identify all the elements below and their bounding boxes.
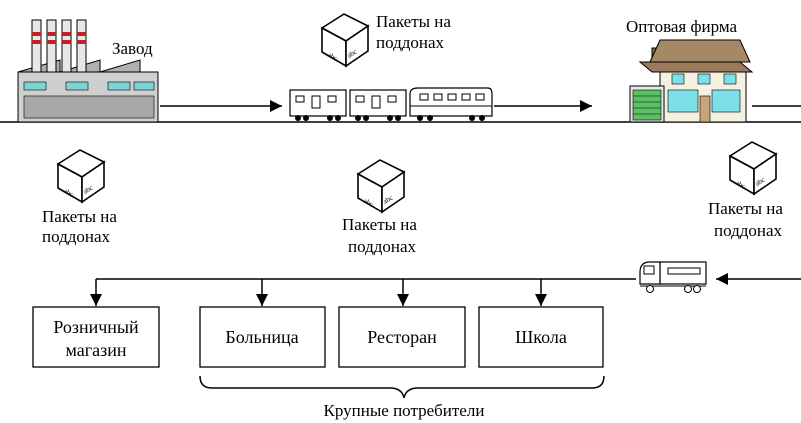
truck-icon [639, 261, 707, 293]
pallets-train-line1: Пакеты на [376, 12, 451, 31]
school-label: Школа [515, 327, 567, 347]
box-icon [321, 13, 369, 67]
warehouse-icon [629, 39, 754, 123]
pallets-right-line2: поддонах [714, 221, 783, 240]
restaurant-label: Ресторан [367, 327, 437, 347]
train-icon [289, 87, 493, 121]
restaurant-box [338, 306, 466, 368]
pallets-right-line1: Пакеты на [708, 199, 783, 218]
wholesale-label: Оптовая фирма [626, 17, 737, 36]
large-consumers-label: Крупные потребители [324, 401, 485, 420]
consumers-brace [199, 375, 605, 399]
retail-box [32, 306, 160, 368]
factory-label: Завод [112, 39, 153, 58]
school-box [478, 306, 604, 368]
pallets-left-line2: поддонах [42, 227, 111, 246]
hospital-box [199, 306, 326, 368]
hospital-label: Больница [225, 327, 298, 347]
box-icon [57, 149, 105, 203]
pallets-mid-line2: поддонах [348, 237, 417, 256]
box-icon [729, 141, 777, 195]
factory-icon [17, 19, 159, 123]
box-icon [357, 159, 405, 213]
pallets-train-line2: поддонах [376, 33, 445, 52]
pallets-mid-line1: Пакеты на [342, 215, 417, 234]
retail-label-line2: магазин [65, 340, 126, 360]
retail-label-line1: Розничный [53, 317, 139, 337]
pallets-left-line1: Пакеты на [42, 207, 117, 226]
